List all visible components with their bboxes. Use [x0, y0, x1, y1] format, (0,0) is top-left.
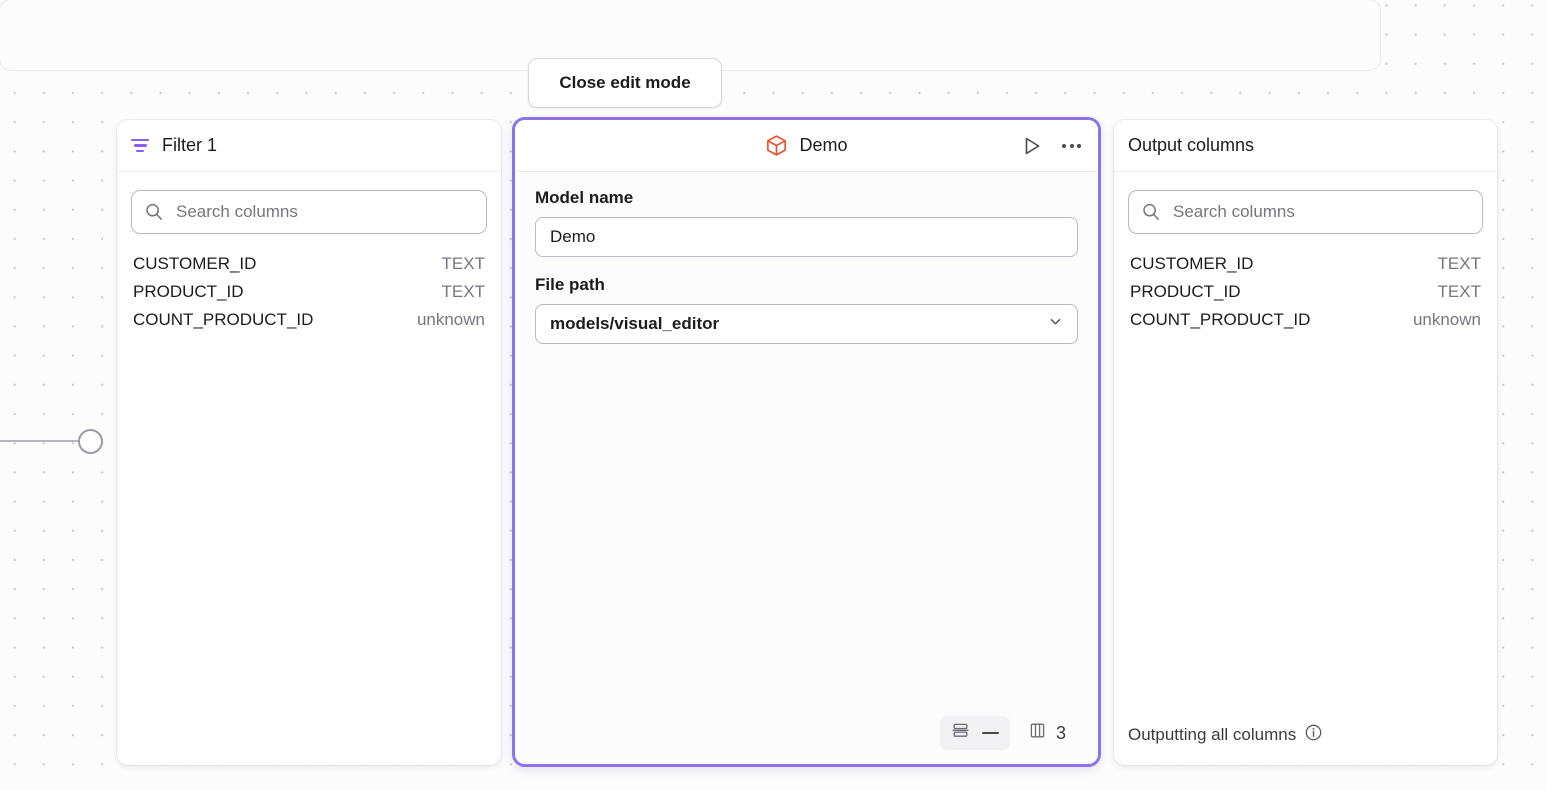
info-icon[interactable] — [1304, 723, 1323, 747]
model-name-label: Model name — [535, 188, 634, 207]
column-name: CUSTOMER_ID — [1130, 254, 1254, 273]
column-name: PRODUCT_ID — [1130, 282, 1241, 301]
rows-icon — [951, 721, 970, 745]
column-name: CUSTOMER_ID — [133, 254, 257, 273]
column-type: TEXT — [441, 254, 485, 273]
list-item[interactable]: PRODUCT_ID TEXT — [131, 278, 487, 306]
file-path-select[interactable]: models/visual_editor — [535, 304, 1078, 344]
list-item[interactable]: COUNT_PRODUCT_ID unknown — [1128, 306, 1483, 334]
column-type: TEXT — [1437, 282, 1481, 301]
filter-node-body: CUSTOMER_ID TEXT PRODUCT_ID TEXT COUNT_P… — [117, 172, 501, 765]
file-path-value: models/visual_editor — [550, 314, 720, 333]
list-item[interactable]: COUNT_PRODUCT_ID unknown — [131, 306, 487, 334]
cube-icon — [765, 134, 788, 157]
column-type: TEXT — [1437, 254, 1481, 273]
output-node-header: Output columns — [1114, 120, 1497, 172]
search-icon — [144, 202, 164, 222]
search-icon — [1141, 202, 1161, 222]
row-count-value — [981, 731, 999, 735]
filter-search-input[interactable] — [176, 202, 474, 222]
output-search-input[interactable] — [1173, 202, 1470, 222]
file-path-label: File path — [535, 275, 605, 294]
column-name: COUNT_PRODUCT_ID — [133, 310, 314, 329]
demo-node-title: Demo — [799, 135, 848, 155]
column-type: TEXT — [441, 282, 485, 301]
ellipsis-icon[interactable] — [1059, 141, 1084, 151]
filter-icon — [131, 136, 151, 156]
columns-icon — [1028, 721, 1047, 745]
output-columns-node[interactable]: Output columns CUSTOMER_ID TEXT PRODUCT_… — [1114, 120, 1497, 765]
chevron-down-icon — [1048, 314, 1063, 334]
column-type: unknown — [416, 310, 485, 329]
model-name-input[interactable] — [535, 217, 1078, 257]
list-item[interactable]: PRODUCT_ID TEXT — [1128, 278, 1483, 306]
output-column-list: CUSTOMER_ID TEXT PRODUCT_ID TEXT COUNT_P… — [1128, 250, 1483, 334]
filter-search-box[interactable] — [131, 190, 487, 234]
output-footer-label: Outputting all columns — [1128, 725, 1297, 744]
filter-node-header: Filter 1 — [117, 120, 501, 172]
demo-node-footer: 3 — [535, 716, 1078, 764]
output-node-title: Output columns — [1128, 135, 1255, 155]
node-connector-edge — [0, 440, 80, 442]
output-node-footer: Outputting all columns — [1114, 709, 1497, 765]
output-search-box[interactable] — [1128, 190, 1483, 234]
filter-column-list: CUSTOMER_ID TEXT PRODUCT_ID TEXT COUNT_P… — [131, 250, 487, 334]
list-item[interactable]: CUSTOMER_ID TEXT — [131, 250, 487, 278]
demo-node-header: Demo — [515, 120, 1098, 172]
column-type: unknown — [1412, 310, 1481, 329]
column-name: COUNT_PRODUCT_ID — [1130, 310, 1311, 329]
node-connector-handle[interactable] — [78, 429, 103, 454]
demo-node-body: Model name File path models/visual_edito… — [515, 172, 1098, 764]
column-name: PRODUCT_ID — [133, 282, 244, 301]
output-node-body: CUSTOMER_ID TEXT PRODUCT_ID TEXT COUNT_P… — [1114, 172, 1497, 709]
filter-node-title: Filter 1 — [162, 135, 218, 155]
filter-node[interactable]: Filter 1 CUSTOMER_ID TEXT PRODUCT_ID TEX… — [117, 120, 501, 765]
column-count-group[interactable]: 3 — [1018, 716, 1072, 750]
column-count-value: 3 — [1055, 722, 1066, 743]
demo-model-node[interactable]: Demo Model name File path models/visual_… — [512, 117, 1101, 767]
close-edit-mode-button[interactable]: Close edit mode — [528, 58, 722, 108]
row-count-pill[interactable] — [939, 716, 1010, 750]
list-item[interactable]: CUSTOMER_ID TEXT — [1128, 250, 1483, 278]
play-icon[interactable] — [1018, 132, 1046, 160]
